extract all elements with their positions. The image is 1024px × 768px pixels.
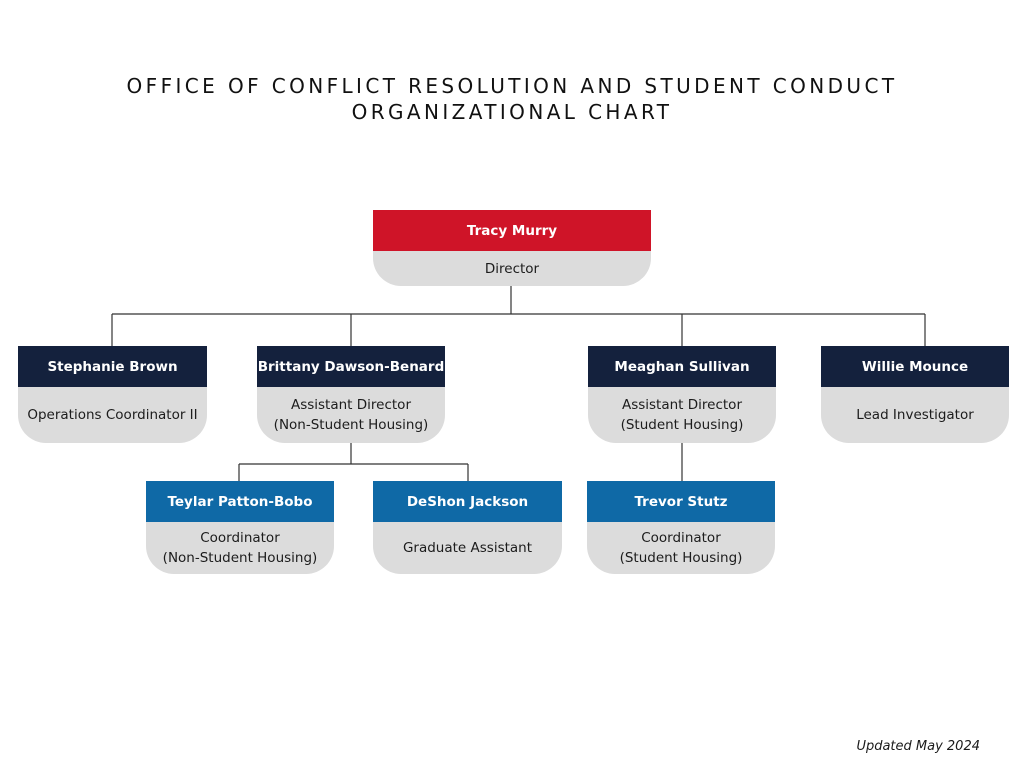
chart-title: OFFICE OF CONFLICT RESOLUTION AND STUDEN… (126, 74, 898, 98)
node-role: Assistant Director (Non-Student Housing) (257, 387, 445, 443)
node-assistant-director-sh: Meaghan Sullivan Assistant Director (Stu… (588, 346, 776, 443)
node-name: Trevor Stutz (587, 481, 775, 522)
updated-note: Updated May 2024 (856, 739, 980, 754)
node-role: Director (373, 251, 651, 286)
node-lead-investigator: Willie Mounce Lead Investigator (821, 346, 1009, 443)
node-name: DeShon Jackson (373, 481, 562, 522)
node-name: Meaghan Sullivan (588, 346, 776, 387)
node-graduate-assistant: DeShon Jackson Graduate Assistant (373, 481, 562, 574)
node-role: Operations Coordinator II (18, 387, 207, 443)
node-role: Graduate Assistant (373, 522, 562, 574)
node-operations-coordinator: Stephanie Brown Operations Coordinator I… (18, 346, 207, 443)
node-role: Assistant Director (Student Housing) (588, 387, 776, 443)
node-name: Brittany Dawson-Benard (257, 346, 445, 387)
node-name: Willie Mounce (821, 346, 1009, 387)
node-coordinator-sh: Trevor Stutz Coordinator (Student Housin… (587, 481, 775, 574)
node-name: Tracy Murry (373, 210, 651, 251)
node-role: Lead Investigator (821, 387, 1009, 443)
node-name: Stephanie Brown (18, 346, 207, 387)
node-role: Coordinator (Non-Student Housing) (146, 522, 334, 574)
node-coordinator-nsh: Teylar Patton-Bobo Coordinator (Non-Stud… (146, 481, 334, 574)
node-name: Teylar Patton-Bobo (146, 481, 334, 522)
node-assistant-director-nsh: Brittany Dawson-Benard Assistant Directo… (257, 346, 445, 443)
chart-subtitle: ORGANIZATIONAL CHART (351, 100, 673, 124)
node-role: Coordinator (Student Housing) (587, 522, 775, 574)
node-director: Tracy Murry Director (373, 210, 651, 286)
